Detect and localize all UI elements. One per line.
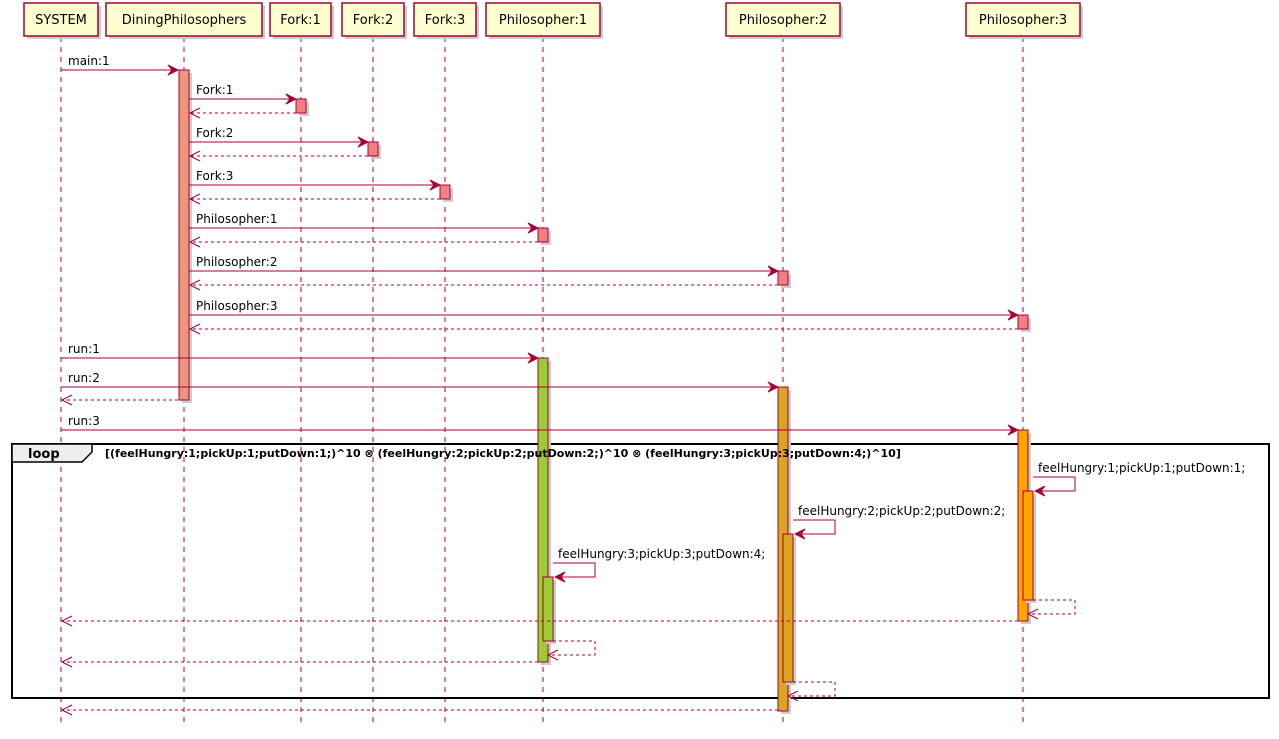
participant-fork-3 <box>413 2 477 37</box>
message-label: feelHungry:1;pickUp:1;putDown:1; <box>1038 461 1245 475</box>
arrowhead <box>1007 309 1020 321</box>
participant-diningphilosophers <box>105 2 263 37</box>
arrowhead <box>1033 485 1046 497</box>
participant-label: Philosopher:3 <box>979 13 1067 28</box>
message-label: run:3 <box>68 414 100 428</box>
participant-label: Philosopher:2 <box>739 13 827 28</box>
self-return <box>788 681 836 697</box>
return-arrowhead <box>60 704 73 716</box>
activation-bar <box>178 69 190 401</box>
return-arrowhead <box>188 107 201 119</box>
self-message <box>553 562 596 578</box>
self-message <box>1033 476 1076 492</box>
message-label: feelHungry:3;pickUp:3;putDown:4; <box>558 547 765 561</box>
arrowhead <box>793 528 806 540</box>
arrowhead <box>167 64 180 76</box>
participant-label: DiningPhilosophers <box>122 13 247 28</box>
self-return <box>548 640 596 656</box>
activation-bar <box>537 227 549 243</box>
message-label: run:2 <box>68 371 100 385</box>
activation-bar <box>777 270 789 286</box>
return-arrowhead <box>188 279 201 291</box>
message-label: feelHungry:2;pickUp:2;putDown:2; <box>798 504 1005 518</box>
participant-philosopher-3 <box>965 2 1081 37</box>
activation-bar <box>295 98 307 114</box>
message-label: Fork:2 <box>196 126 233 140</box>
participant-philosopher-2 <box>725 2 841 37</box>
return-arrowhead <box>188 236 201 248</box>
return-arrowhead <box>188 193 201 205</box>
activation-bar <box>782 533 794 683</box>
return-arrowhead <box>546 649 559 661</box>
loop-condition: [(feelHungry:1;pickUp:1;putDown:1;)^10 ⊗… <box>105 447 901 460</box>
participant-label: Fork:1 <box>280 13 321 28</box>
participant-label: Fork:3 <box>425 13 466 28</box>
activation-bar <box>537 357 549 663</box>
message-label: main:1 <box>68 54 110 68</box>
message-label: Philosopher:2 <box>196 255 277 269</box>
return-arrowhead <box>786 690 799 702</box>
message-label: Fork:3 <box>196 169 233 183</box>
return-arrowhead <box>60 394 73 406</box>
participant-label: SYSTEM <box>35 13 87 28</box>
return-arrowhead <box>60 656 73 668</box>
return-arrowhead <box>188 323 201 335</box>
participant-fork-1 <box>269 2 332 37</box>
message-label: Philosopher:3 <box>196 299 277 313</box>
message-label: Fork:1 <box>196 83 233 97</box>
return-arrowhead <box>1026 608 1039 620</box>
arrowhead <box>527 352 540 364</box>
activation-bar <box>542 576 554 642</box>
arrowhead <box>767 265 780 277</box>
arrowhead <box>553 571 566 583</box>
participant-label: Philosopher:1 <box>499 13 587 28</box>
loop-keyword: loop <box>28 447 60 462</box>
return-arrowhead <box>188 150 201 162</box>
self-message <box>793 519 836 535</box>
arrowhead <box>1007 424 1020 436</box>
self-return <box>1028 599 1076 615</box>
participant-philosopher-1 <box>485 2 601 37</box>
loop-tab <box>11 443 93 463</box>
arrowhead <box>429 179 442 191</box>
participant-fork-2 <box>341 2 405 37</box>
activation-bar <box>1017 314 1029 330</box>
participant-label: Fork:2 <box>353 13 394 28</box>
arrowhead <box>527 222 540 234</box>
arrowhead <box>285 93 298 105</box>
arrowhead <box>767 381 780 393</box>
activation-bar <box>1022 490 1034 601</box>
activation-bar <box>439 184 451 200</box>
participant-system <box>23 2 99 37</box>
loop-frame <box>11 443 1270 699</box>
activation-bar <box>367 141 379 157</box>
message-label: Philosopher:1 <box>196 212 277 226</box>
message-label: run:1 <box>68 342 100 356</box>
arrowhead <box>357 136 370 148</box>
return-arrowhead <box>60 615 73 627</box>
